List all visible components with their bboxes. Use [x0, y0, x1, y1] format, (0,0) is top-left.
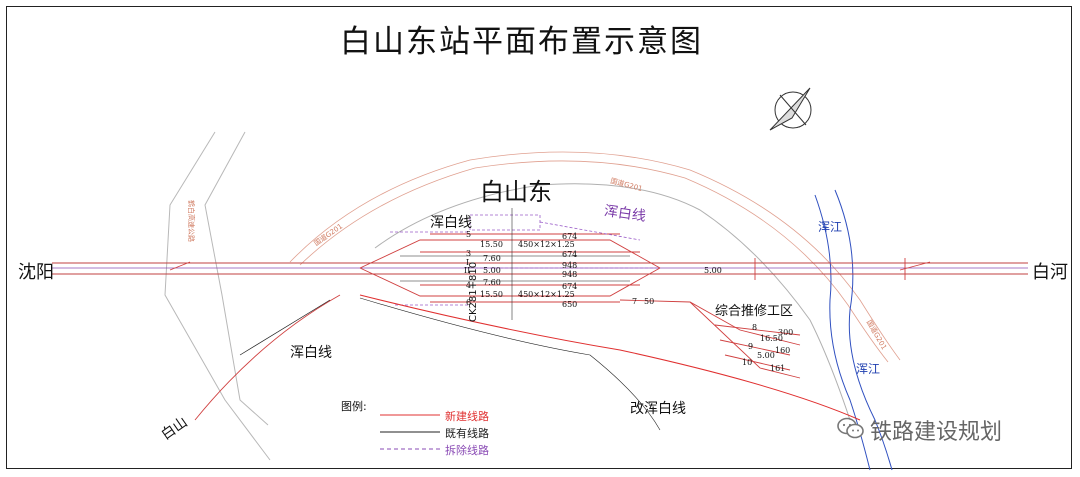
platform-spec-lower: 450×12×1.25 — [518, 290, 575, 299]
river-label-upper: 浑江 — [818, 220, 843, 234]
maintenance-tracks — [619, 299, 801, 379]
line-to-baishan — [194, 294, 341, 421]
legend-item-removed: 拆除线路 — [445, 444, 489, 457]
legend-title: 图例: — [341, 400, 367, 413]
legend-lines — [380, 414, 440, 450]
track-number: 4 — [466, 281, 472, 290]
maintenance-track-length: 300 — [778, 328, 794, 337]
maintenance-track-length: 161 — [770, 364, 786, 373]
station-name: 白山东 — [480, 178, 552, 206]
track-length: 948 — [562, 270, 578, 279]
track-number: 6 — [466, 298, 472, 307]
maintenance-track-length: 160 — [775, 346, 791, 355]
station-yard — [169, 233, 931, 303]
track-spacing: 5.00 — [483, 266, 501, 275]
line-label-rerouted-hunbai: 改浑白线 — [630, 401, 686, 417]
main-lines — [52, 262, 1028, 275]
expressway — [164, 131, 271, 461]
track-spacing: 15.50 — [480, 290, 503, 299]
wechat-icon — [837, 417, 864, 439]
city-shenyang: 沈阳 — [18, 262, 54, 283]
track-number: I — [466, 258, 470, 267]
maintenance-track-spacing: 16.50 — [760, 334, 783, 343]
existing-upper-arc — [374, 183, 851, 421]
legend-item-new: 新建线路 — [445, 410, 489, 423]
maintenance-track-number: 8 — [752, 323, 758, 332]
track-spacing: 7.60 — [483, 254, 501, 263]
city-baihe: 白河 — [1032, 262, 1068, 283]
track-length: 674 — [562, 282, 578, 291]
track-number: 5 — [466, 230, 472, 239]
track-length: 674 — [562, 250, 578, 259]
river-label-lower: 浑江 — [856, 362, 881, 376]
line-label-hunbai-bottom: 浑白线 — [290, 345, 332, 361]
existing-rerouted-line — [359, 297, 661, 431]
rerouted-line — [359, 294, 861, 421]
removed-tracks — [390, 214, 660, 306]
track-spacing: 7.60 — [483, 278, 501, 287]
track-number: II — [464, 266, 471, 275]
mileage-label: CK281+810 — [468, 261, 479, 322]
branch-track-spacing: 50 — [644, 297, 655, 306]
platform-spec-upper: 450×12×1.25 — [518, 240, 575, 249]
north-arrow — [769, 87, 812, 131]
road-label-expressway: 鹤白高速公路 — [187, 200, 195, 242]
track-length: 948 — [562, 261, 578, 270]
track-spacing: 15.50 — [480, 240, 503, 249]
maintenance-area-label: 综合推修工区 — [715, 304, 794, 319]
existing-line-to-baishan — [239, 299, 331, 356]
national-road-g201 — [289, 151, 901, 363]
track-length: 674 — [562, 232, 578, 241]
drawing-frame — [6, 6, 1072, 469]
line-label-hunbai-top: 浑白线 — [430, 215, 472, 231]
maintenance-track-number: 10 — [742, 358, 753, 367]
track-length: 650 — [562, 300, 578, 309]
diagram-title: 白山东站平面布置示意图 — [340, 24, 703, 60]
through-spacing: 5.00 — [704, 266, 722, 275]
watermark-text: 铁路建设规划 — [870, 420, 1003, 445]
track-number: 3 — [466, 249, 472, 258]
maintenance-track-number: 9 — [748, 342, 754, 351]
maintenance-track-spacing: 5.00 — [757, 351, 775, 360]
branch-track-number: 7 — [632, 297, 638, 306]
legend-item-existing: 既有线路 — [445, 427, 489, 440]
